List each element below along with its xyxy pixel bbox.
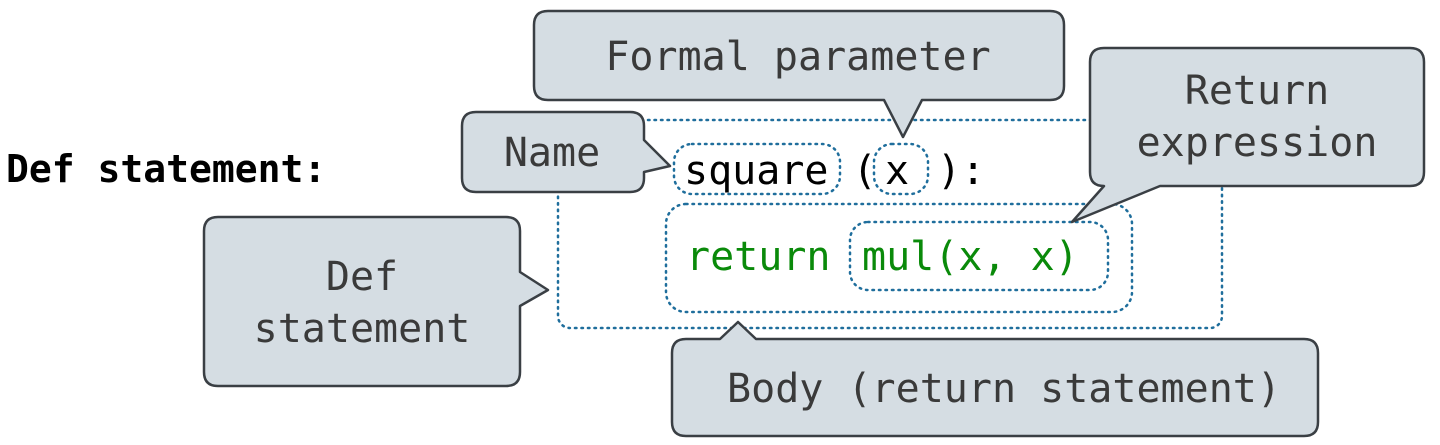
callout-return-expression-text-1: Return (1185, 68, 1330, 114)
open-paren: ( (853, 148, 877, 194)
callout-name-text: Name (504, 130, 600, 176)
return-expression-region (848, 220, 1110, 292)
callout-def-statement-text-2: statement (254, 306, 471, 352)
callout-return-expression-shape (1070, 46, 1426, 224)
return-keyword: return (686, 234, 831, 280)
param-text: x (885, 148, 909, 194)
name-region (672, 142, 842, 196)
callout-return-expression-text-2: expression (1137, 120, 1378, 166)
param-region (872, 142, 930, 196)
return-expression-text: mul(x, x) (862, 234, 1079, 280)
callout-body-text: Body (return statement) (727, 366, 1281, 412)
heading-def-statement: Def statement: (6, 147, 326, 191)
close-paren-colon: ): (937, 148, 985, 194)
callout-def-statement-text-1: Def (326, 254, 398, 300)
callout-body-shape (670, 320, 1320, 438)
callout-name-shape (460, 110, 672, 194)
callout-formal-parameter-text: Formal parameter (605, 34, 990, 80)
body-region (664, 202, 1134, 314)
def-statement-region (556, 118, 1224, 330)
callout-def-statement-shape (202, 215, 550, 388)
function-name: square (684, 148, 829, 194)
callout-formal-parameter-shape (532, 9, 1066, 139)
code-line-def: square ( (684, 148, 877, 194)
